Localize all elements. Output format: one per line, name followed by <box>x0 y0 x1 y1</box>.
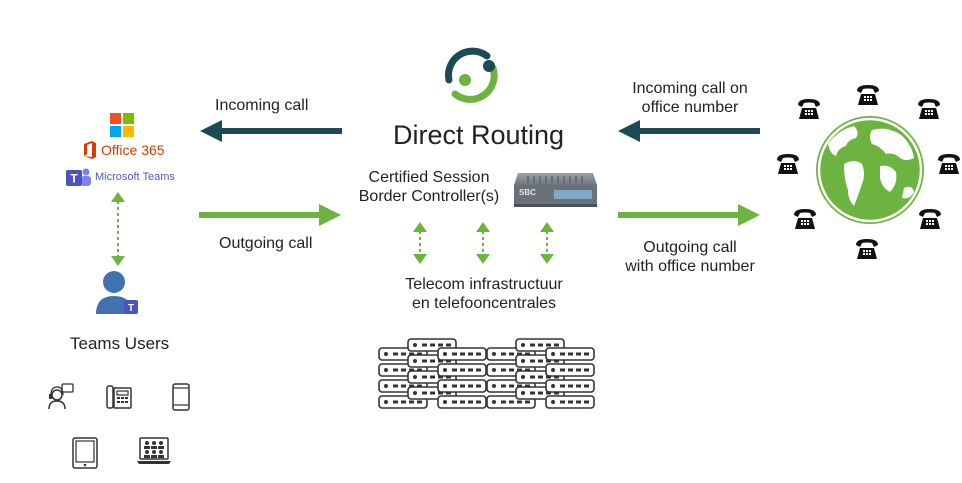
outgoing-call-left-arrow <box>199 204 341 226</box>
telephone-icon <box>938 154 960 174</box>
sbc-device-tag: SBC <box>519 188 536 197</box>
telephone-icon <box>777 154 799 174</box>
desk-phone-icon <box>106 385 132 409</box>
telephone-icon <box>919 209 941 229</box>
svg-text:T: T <box>128 303 134 314</box>
telephone-icon <box>856 239 878 259</box>
direct-routing-logo-icon <box>445 47 498 103</box>
sbc-device-icon: SBC <box>514 171 597 208</box>
server-rack-icon <box>378 338 596 400</box>
incoming-call-right-arrow <box>618 120 760 142</box>
svg-text:T: T <box>70 172 78 186</box>
telecom-label-line1: Telecom infrastructuur <box>405 276 563 293</box>
telephone-icon <box>918 99 940 119</box>
teams-label: Microsoft Teams <box>95 171 175 183</box>
incoming-call-right-label-line2: office number <box>641 99 739 116</box>
sbc-link-arrow-1 <box>413 222 427 264</box>
teams-users-link-arrow <box>111 192 125 266</box>
sbc-link-arrow-3 <box>540 222 554 264</box>
outgoing-call-right-label-line2: with office number <box>625 258 755 275</box>
office365-label: Office 365 <box>101 142 165 158</box>
mobile-phone-icon <box>172 383 190 411</box>
telecom-label-line2: en telefooncentrales <box>411 295 557 312</box>
tablet-icon <box>72 437 98 469</box>
user-icon: T <box>96 271 138 314</box>
teams-icon: T <box>66 168 91 186</box>
telephone-icon <box>794 209 816 229</box>
globe-icon <box>816 116 924 224</box>
sbc-link-arrow-2 <box>476 222 490 264</box>
outgoing-call-right-arrow <box>618 204 760 226</box>
incoming-call-right-label-line1: Incoming call on <box>632 80 748 97</box>
sbc-label-line1: Certified Session <box>368 169 490 186</box>
video-conference-icon <box>137 437 171 464</box>
office365-icon <box>84 141 96 159</box>
page-title: Direct Routing <box>393 120 565 150</box>
outgoing-call-left-label: Outgoing call <box>219 235 313 252</box>
outgoing-call-right-label-line1: Outgoing call <box>643 239 737 256</box>
microsoft-logo-icon <box>110 113 134 137</box>
teams-users-label: Teams Users <box>70 334 170 353</box>
telephone-icon <box>857 85 879 105</box>
incoming-call-left-label: Incoming call <box>215 97 309 114</box>
telephone-icon <box>798 99 820 119</box>
incoming-call-left-arrow <box>200 120 342 142</box>
headset-icon <box>48 383 74 410</box>
sbc-label-line2: Border Controller(s) <box>358 188 500 205</box>
